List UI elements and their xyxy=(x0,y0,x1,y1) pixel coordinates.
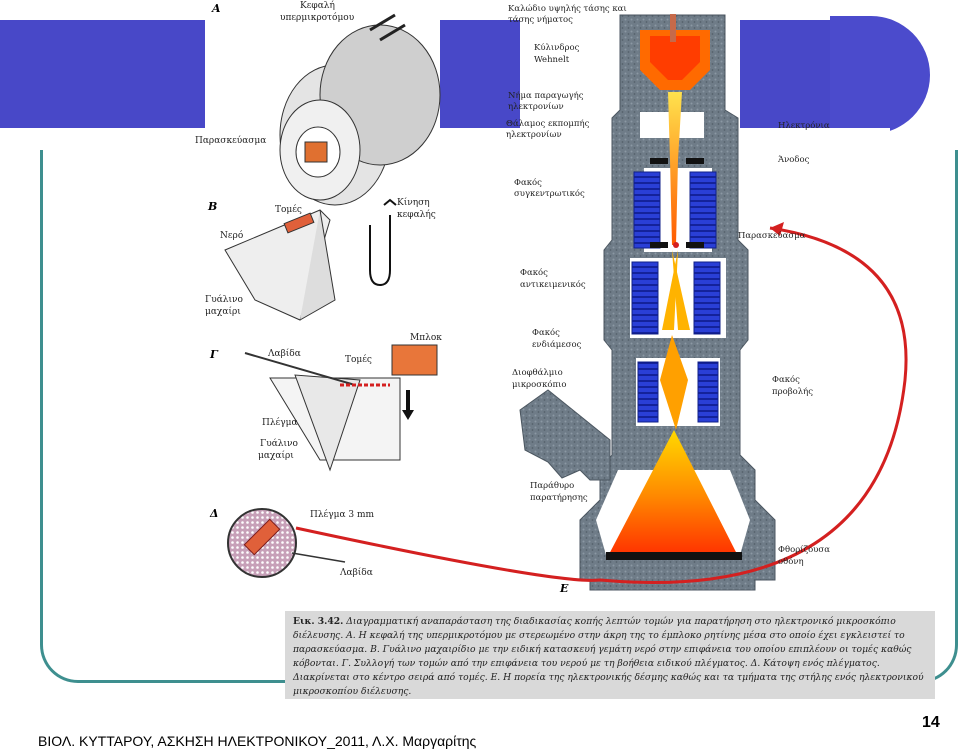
label-window-2: παρατήρησης xyxy=(530,492,588,503)
label-objective-2: αντικειμενικός xyxy=(520,279,586,290)
label-objective-1: Φακός xyxy=(520,267,548,278)
panel-label-b: Β xyxy=(207,200,217,213)
label-head-motion-2: κεφαλής xyxy=(397,209,436,220)
label-projector-2: προβολής xyxy=(772,386,813,397)
label-wehnelt-1: Κύλινδρος xyxy=(534,42,580,53)
panel-label-d: Δ xyxy=(209,507,219,520)
label-grid-3mm: Πλέγμα 3 mm xyxy=(310,509,375,520)
label-binocular-1: Διοφθάλμιο xyxy=(512,367,563,378)
label-specimen-e: Παρασκεύασμα xyxy=(738,230,806,241)
label-binocular-2: μικροσκόπιο xyxy=(512,379,567,390)
template-frame-left xyxy=(0,20,205,132)
label-sections: Τομές xyxy=(275,204,302,215)
label-sections-g: Τομές xyxy=(345,354,372,365)
label-screen-2: οθόνη xyxy=(778,556,804,567)
panel-g-grid-collection xyxy=(244,344,438,472)
label-grid: Πλέγμα xyxy=(262,417,298,428)
specimen-path-arrow xyxy=(295,226,908,584)
label-cable-2: τάσης νήματος xyxy=(508,14,573,25)
label-chamber-1: Θάλαμος εκπομπής xyxy=(506,118,590,129)
figure-caption: Εικ. 3.42. Διαγραμματική αναπαράσταση τη… xyxy=(285,611,935,699)
label-block: Μπλοκ xyxy=(410,333,442,343)
template-frame-mid xyxy=(440,20,520,132)
label-water: Νερό xyxy=(220,230,243,241)
footer-text: ΒΙΟΛ. ΚΥΤΤΑΡΟΥ, ΑΣΚΗΣΗ ΗΛΕΚΤΡΟΝΙΚΟΥ_2011… xyxy=(38,733,477,749)
label-wehnelt-2: Wehnelt xyxy=(534,55,570,65)
panel-a-microtome-head xyxy=(279,13,441,206)
label-electrons: Ηλεκτρόνια xyxy=(778,120,830,131)
label-cable-1: Καλώδιο υψηλής τάσης και xyxy=(508,3,627,14)
label-glass-knife-g-2: μαχαίρι xyxy=(258,450,294,461)
label-screen-1: Φθορίζουσα xyxy=(778,544,830,555)
label-condenser-2: συγκεντρωτικός xyxy=(514,188,585,199)
microscope-column xyxy=(519,14,776,591)
panel-b-glass-knife xyxy=(224,198,397,321)
label-glass-knife-b-2: μαχαίρι xyxy=(205,306,241,317)
label-head-motion-1: Κίνηση xyxy=(397,197,430,208)
label-filament-2: ηλεκτρονίων xyxy=(508,101,564,112)
label-head-2: υπερμικροτόμου xyxy=(280,12,355,23)
label-intermediate-1: Φακός xyxy=(532,327,560,338)
label-projector-1: Φακός xyxy=(772,374,800,385)
template-white-bar xyxy=(0,128,890,134)
caption-label: Εικ. 3.42. xyxy=(293,616,344,627)
page-number: 14 xyxy=(922,714,940,731)
label-condenser-1: Φακός xyxy=(514,177,542,188)
label-chamber-2: ηλεκτρονίων xyxy=(506,129,562,140)
panel-label-g: Γ xyxy=(209,348,219,361)
panel-d-grid-top-view xyxy=(227,508,346,578)
label-filament-1: Νήμα παραγωγής xyxy=(508,90,584,101)
label-specimen: Παρασκεύασμα xyxy=(195,135,266,146)
template-frame-right-cap xyxy=(830,16,930,134)
label-anode: Άνοδος xyxy=(777,154,810,165)
label-forceps: Λαβίδα xyxy=(267,348,301,359)
label-glass-knife-g-1: Γυάλινο xyxy=(260,438,298,449)
label-window-1: Παράθυρο xyxy=(530,480,574,491)
panel-label-a: Α xyxy=(211,2,221,15)
label-head-1: Κεφαλή xyxy=(300,0,335,11)
label-forceps-d: Λαβίδα xyxy=(339,567,373,578)
label-intermediate-2: ενδιάμεσος xyxy=(532,339,582,350)
panel-label-e: Ε xyxy=(559,582,569,595)
label-glass-knife-b-1: Γυάλινο xyxy=(205,294,243,305)
caption-text: Διαγραμματική αναπαράσταση της διαδικασί… xyxy=(293,616,924,697)
